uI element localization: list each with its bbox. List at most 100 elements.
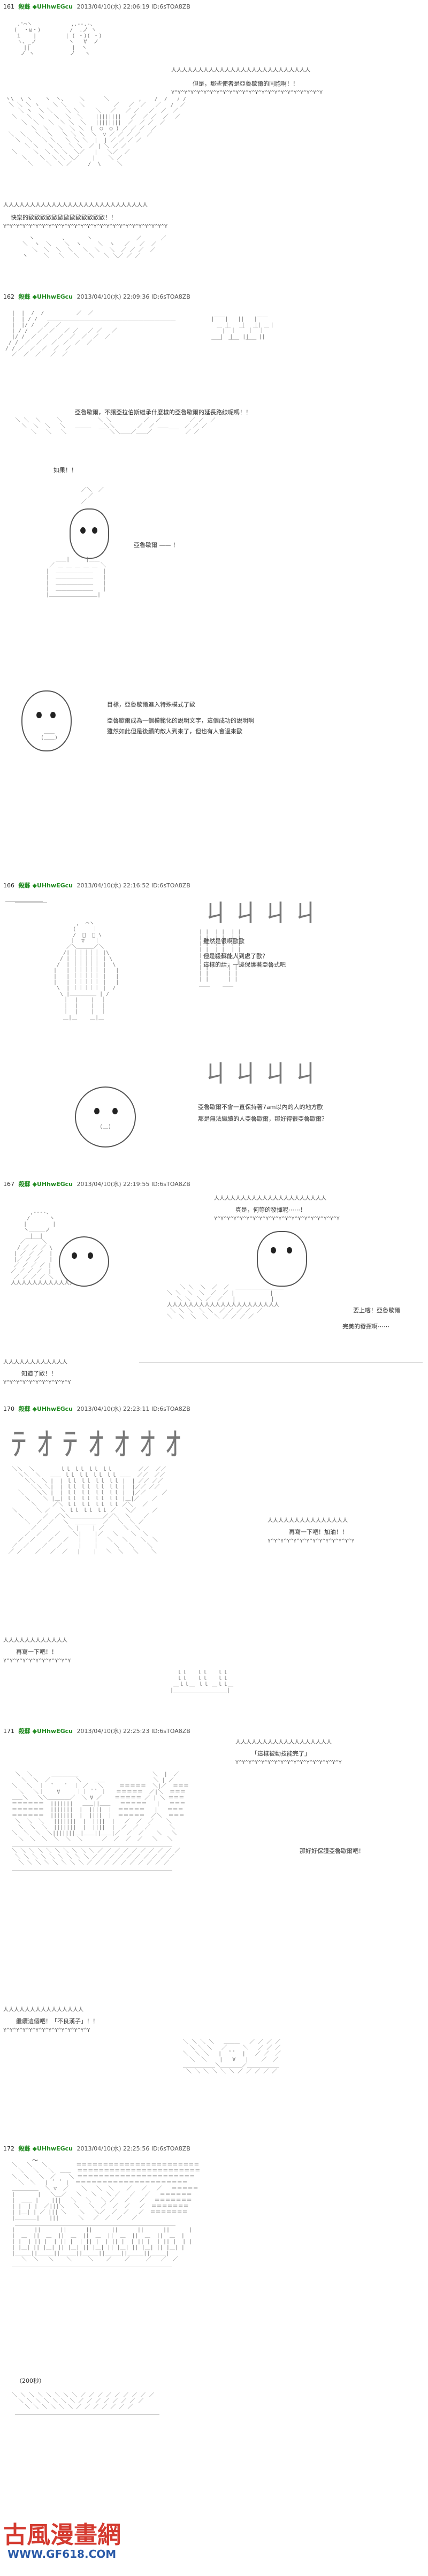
ascii-art: | | / / ／ ／ | | / / ＿＿＿＿＿＿＿＿＿＿＿＿＿＿＿＿＿＿＿＿… xyxy=(5,310,274,358)
post-number: 171 xyxy=(3,1728,14,1735)
shout-frame: Y^Y^Y^Y^Y^Y^Y^Y^Y^Y^Y^Y^Y^Y^Y^Y^Y^Y^Y^Y xyxy=(214,1216,340,1222)
site-logo: 古風漫畫網 xyxy=(3,2521,121,2549)
post-number: 161 xyxy=(3,3,14,10)
ascii-art: ,-‐‐-、 / ヽ | | ヽ＿＿＿ノ | | ／￣￣￣＼ / ／ ／ ／ \… xyxy=(11,1210,75,1286)
dialogue-line: 雖然如此但是後續的敵人到來了，但也有人會過來歐 xyxy=(107,728,242,735)
dialogue-line: 〜 xyxy=(32,2157,38,2164)
post-header: 161 殺蘇◆UHhwEGcu 2013/04/10(水) 22:06:19 I… xyxy=(3,2,190,11)
dialogue-line: 亞魯歇爾成為一個模範化的說明文字，這個成功的說明啊 xyxy=(107,717,254,724)
post-number: 172 xyxy=(3,2145,14,2152)
ascii-art: ヽ ｀ 、 ヽ ｀ ／ ／ ＼ ヽ ＼ ＼ ヽ ＼ ヽ ／ ／ ／ ＼ ＼ ＼ … xyxy=(22,235,166,259)
post-date: 2013/04/10(水) 22:09:36 ID:6sTOA8ZB xyxy=(77,293,190,300)
shout-frame: 人人人人人人人人人人人人人人人人人人人人人人人人人人 xyxy=(171,67,310,73)
dialogue-line: 完美的發揮啊⋯⋯ xyxy=(342,1323,389,1330)
shout-frame: 人人人人人人人人人人人人人人人 xyxy=(3,2007,83,2013)
shout-frame: Y^Y^Y^Y^Y^Y^Y^Y^Y^Y^Y^Y^Y^Y^Y^Y^Y^Y^Y^Y^… xyxy=(3,224,168,230)
shout-frame: 人人人人人人人人人人人人人人人人人人人人人人人人人人人 xyxy=(3,202,148,208)
poster-name[interactable]: 殺蘇 xyxy=(18,1181,30,1188)
post-header: 172 殺蘇◆UHhwEGcu 2013/04/10(水) 22:25:56 I… xyxy=(3,2144,190,2153)
post-number: 166 xyxy=(3,882,14,889)
post-header: 171 殺蘇◆UHhwEGcu 2013/04/10(水) 22:25:23 I… xyxy=(3,1727,190,1735)
eye-icon xyxy=(271,1247,276,1253)
dialogue-line: 雖然是很啊歐歐 xyxy=(203,938,244,945)
post-header: 162 殺蘇◆UHhwEGcu 2013/04/10(水) 22:09:36 I… xyxy=(3,292,190,301)
dialogue-line: 那好好保護亞魯歇爾吧！ xyxy=(300,1848,364,1855)
dialogue-line: 那是無法繼續的人亞魯歇爾，那好得很亞魯歇爾？ xyxy=(198,1115,327,1122)
character-face xyxy=(70,508,109,559)
eye-icon xyxy=(36,712,42,718)
post-170: 170 殺蘇◆UHhwEGcu 2013/04/10(水) 22:23:11 I… xyxy=(0,1402,428,1723)
dialogue-line: 要上嘍！亞魯歇爾 xyxy=(353,1307,400,1314)
character-face xyxy=(59,1236,109,1287)
sound-effect-text: ㄐㄐㄐㄐ xyxy=(203,899,323,928)
post-date: 2013/04/10(水) 22:19:55 ID:6sTOA8ZB xyxy=(77,1181,190,1188)
poster-name[interactable]: 殺蘇 xyxy=(18,293,30,300)
ascii-art: , ⌒ヽ ( ｜ / ﾟ ﾟ \ ｜ ▽ ｜ ／＼＿＿＿／＼ /| ｜｜｜｜｜ … xyxy=(54,921,119,1021)
post-number: 170 xyxy=(3,1405,14,1412)
ascii-art: ＼ ＼ ＼ ＝＝＝＝＝＝＝＝＝＝＝＝＝＝＝＝＝＝＝＝＝＝＝ ＼ ＼ ＼ ＿＿ ＝… xyxy=(12,2162,201,2268)
post-header: 166 殺蘇◆UHhwEGcu 2013/04/10(水) 22:16:52 I… xyxy=(3,881,190,890)
post-166: 166 殺蘇◆UHhwEGcu 2013/04/10(水) 22:16:52 I… xyxy=(0,878,428,1177)
dialogue-line: 再寫一下吧！！ xyxy=(16,1648,57,1655)
eye-icon xyxy=(72,1252,77,1259)
poster-trip: ◆UHhwEGcu xyxy=(32,3,73,10)
dialogue-line: 繼續這個吧！「不良漢子」！！ xyxy=(16,2018,98,2025)
dialogue-line: 目標，亞魯歇爾進入特殊模式了歐 xyxy=(107,701,195,708)
ascii-art: ｌｌ ｌｌ ｌｌ ｌｌ ｌｌ ｌｌ ＿ｌｌ＿ ｌｌ ＿ｌｌ＿ |＿＿＿＿＿＿＿＿… xyxy=(170,1670,234,1693)
eye-icon xyxy=(94,1108,100,1114)
shout-frame: Y^Y^Y^Y^Y^Y^Y^Y^Y^Y^Y^Y^Y^Y xyxy=(3,2027,90,2033)
poster-name[interactable]: 殺蘇 xyxy=(18,882,30,889)
eye-icon xyxy=(287,1247,292,1253)
post-header: 170 殺蘇◆UHhwEGcu 2013/04/10(水) 22:23:11 I… xyxy=(3,1404,190,1413)
dialogue-line: （200秒） xyxy=(16,2377,45,2384)
ascii-art: ＿＿| |＿＿ ／ ＿ ＿ ＿ ＿ ＿ ＼ | ＿＿＿＿＿＿＿ | | ＿＿＿＿… xyxy=(46,557,106,598)
post-171: 171 殺蘇◆UHhwEGcu 2013/04/10(水) 22:25:23 I… xyxy=(0,1723,428,2141)
post-date: 2013/04/10(水) 22:23:11 ID:6sTOA8ZB xyxy=(77,1405,190,1412)
eye-icon xyxy=(88,1252,93,1259)
ascii-art: ＿＿ (＿＿) xyxy=(41,729,58,741)
dialogue-line: 再寫一下吧！加油！！ xyxy=(289,1529,348,1536)
dialogue-line: 真是，何等的發揮呢⋯⋯！ xyxy=(235,1206,306,1213)
post-date: 2013/04/10(水) 22:06:19 ID:6sTOA8ZB xyxy=(77,3,190,10)
dialogue-line: 但是，那些使者是亞魯歇爾的同胞啊！！ xyxy=(193,80,299,87)
dialogue-line: 知道了歐！！ xyxy=(21,1370,57,1377)
eye-icon xyxy=(92,527,97,534)
poster-name[interactable]: 殺蘇 xyxy=(18,3,30,10)
ascii-art: (＿) xyxy=(96,1124,112,1130)
character-face xyxy=(21,690,72,751)
ascii-art: | | | | | | | | | | | | | | | | | | | | … xyxy=(199,929,241,988)
dialogue-line: 亞魯歇爾，不讓亞拉伯斯繼承什麼樣的亞魯歇爾的延長路線呢嗎！！ xyxy=(75,409,251,416)
post-date: 2013/04/10(水) 22:25:56 ID:6sTOA8ZB xyxy=(77,2145,190,2152)
dialogue-line: 快樂的歐歐歐歐歐歐歐歐歐歐歐歐歐！！ xyxy=(11,214,117,221)
poster-trip: ◆UHhwEGcu xyxy=(32,1728,73,1735)
eye-icon xyxy=(112,1108,118,1114)
ascii-art: ＼ ＼ ＿＿＿＿＿ ＼ | ／ ＼ ＼ ／ ＼ ＿＿ ＼ | ／ ＼ ＼ ｜ ﾟ… xyxy=(12,1772,189,1872)
post-172: 172 殺蘇◆UHhwEGcu 2013/04/10(水) 22:25:56 I… xyxy=(0,2141,428,2576)
poster-trip: ◆UHhwEGcu xyxy=(32,293,73,300)
shout-frame: Y^Y^Y^Y^Y^Y^Y^Y^Y^Y^Y xyxy=(3,1658,71,1664)
post-number: 162 xyxy=(3,293,14,300)
post-number: 167 xyxy=(3,1181,14,1188)
post-162: 162 殺蘇◆UHhwEGcu 2013/04/10(水) 22:09:36 I… xyxy=(0,289,428,878)
ascii-art: ＼ ＼ ＼ ／ ／ ＿＿＿＿＿＿＿＿＿ ＼ ＼ ＼ ＼ ／ ／ | | ＼ ＼ … xyxy=(167,1285,284,1320)
character-face xyxy=(75,1086,136,1148)
dialogue-line: 亞魯歇爾 —— ！ xyxy=(134,542,179,549)
ascii-art: ＼＼ ＼ ｌｌ ｌｌ ｌｌ ｌｌ ／／ ／／ ＼＼ ＼ ＿＿ ｌｌ ｌｌ ｌｌ … xyxy=(9,1466,167,1555)
post-date: 2013/04/10(水) 22:16:52 ID:6sTOA8ZB xyxy=(77,882,190,889)
poster-name[interactable]: 殺蘇 xyxy=(18,1405,30,1412)
shout-frame: 人人人人人人人人人人人人人人人人人人人人人 xyxy=(214,1196,326,1202)
ascii-art: ／＼ ／ ／ ／ xyxy=(81,487,104,505)
poster-name[interactable]: 殺蘇 xyxy=(18,2145,30,2152)
shout-frame: Y^Y^Y^Y^Y^Y^Y^Y^Y^Y^Y^Y^Y^Y xyxy=(268,1538,355,1544)
poster-name[interactable]: 殺蘇 xyxy=(18,1728,30,1735)
site-url: WWW.GF618.COM xyxy=(7,2548,117,2560)
poster-trip: ◆UHhwEGcu xyxy=(32,1181,73,1188)
poster-trip: ◆UHhwEGcu xyxy=(32,1405,73,1412)
ascii-art: ＿＿＿＿＿＿＿ ￣￣￣￣￣￣ xyxy=(5,897,48,909)
post-167: 167 殺蘇◆UHhwEGcu 2013/04/10(水) 22:19:55 I… xyxy=(0,1177,428,1402)
ascii-art: ＼ ＼ ＼ ＼ ＿＿＿ ／ ／ ／ ／ ＼ ＼ ＼ ／ ＼ ／ ／ ／ ＼ ＼ … xyxy=(183,2039,281,2075)
sound-effect-text: ㄐㄐㄐㄐ xyxy=(203,1059,323,1088)
ascii-art: .'⌒ヽ ,.-‐.-、 ( ・ω・) / .ノ ヽ i | | ( ・)( ・… xyxy=(14,21,102,57)
sound-effect-text: ﾃｵﾃｵｵｵｵ xyxy=(11,1426,190,1463)
eye-icon xyxy=(50,712,56,718)
